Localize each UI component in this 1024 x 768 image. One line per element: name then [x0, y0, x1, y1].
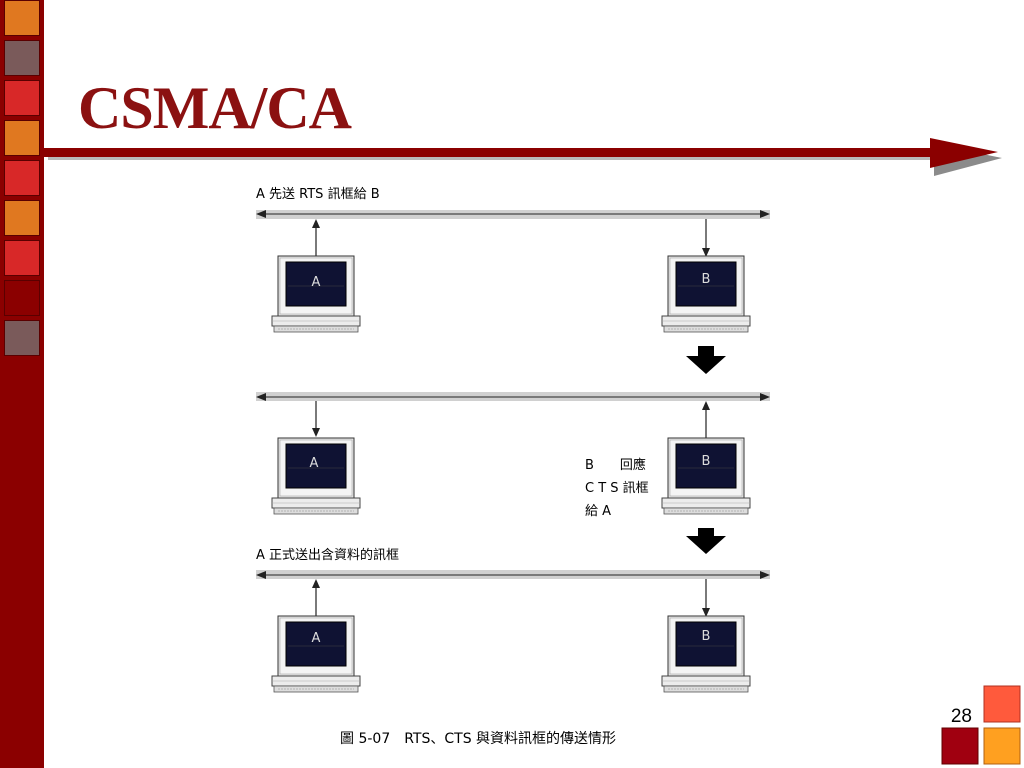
cts-reply-line-3: 給 A — [585, 504, 612, 519]
sidebar-square — [4, 120, 40, 156]
station-a-label: A — [312, 631, 321, 646]
left-sidebar — [0, 0, 44, 768]
cts-reply-line-2: C T S 訊框 — [585, 481, 649, 496]
sidebar-square — [4, 160, 40, 196]
cts-reply-line-1: B 回應 — [585, 458, 646, 473]
sidebar-square — [4, 240, 40, 276]
sidebar-square — [4, 80, 40, 116]
sidebar-square — [4, 40, 40, 76]
sidebar-square — [4, 200, 40, 236]
slide-title: CSMA/CA — [78, 75, 352, 141]
sidebar-square — [4, 280, 40, 316]
sidebar-square — [4, 0, 40, 36]
station-b-label: B — [702, 272, 711, 287]
station-a-label: A — [310, 456, 319, 471]
panel-1 — [256, 210, 770, 333]
step-arrow — [686, 528, 726, 554]
step-arrow — [686, 346, 726, 374]
page-number: 28 — [950, 706, 972, 727]
panel-3-caption: A 正式送出含資料的訊框 — [256, 548, 400, 563]
station-a-label: A — [312, 275, 321, 290]
panel-3 — [256, 570, 770, 693]
figure-caption: 圖 5-07 RTS、CTS 與資料訊框的傳送情形 — [340, 731, 617, 747]
station-b-label: B — [702, 454, 711, 469]
panel-1-caption: A 先送 RTS 訊框給 B — [256, 187, 380, 202]
panel-2 — [256, 392, 770, 515]
corner-decoration — [941, 685, 1021, 765]
station-b-label: B — [702, 629, 711, 644]
sidebar-square — [4, 320, 40, 356]
title-underline-arrow — [44, 138, 1002, 176]
